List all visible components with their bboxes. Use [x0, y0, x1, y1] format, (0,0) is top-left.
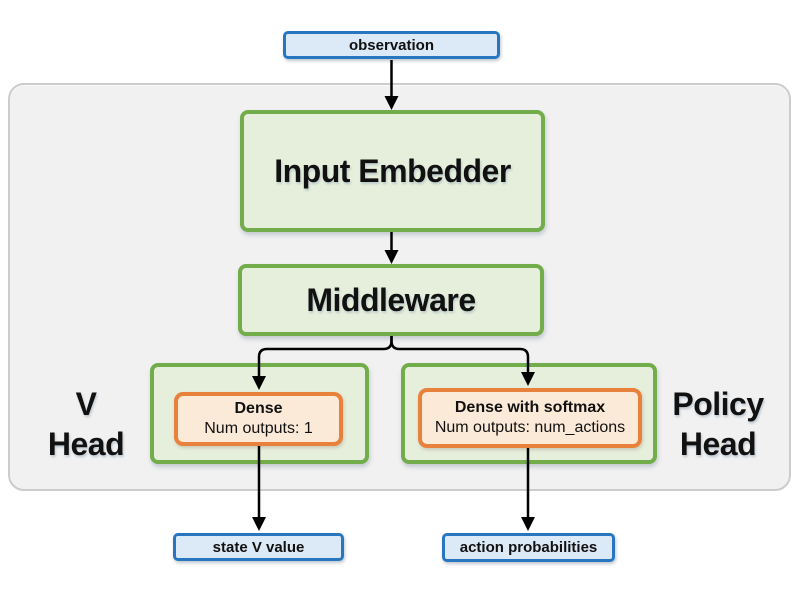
- input-embedder-node: Input Embedder: [240, 110, 545, 232]
- state-v-value-node: state V value: [173, 533, 344, 561]
- v-dense-subtitle: Num outputs: 1: [204, 420, 313, 437]
- policy-head-label: Policy Head: [656, 384, 780, 464]
- policy-dense-subtitle: Num outputs: num_actions: [434, 419, 626, 436]
- observation-node: observation: [283, 31, 500, 59]
- policy-head-label-line2: Head: [679, 426, 757, 462]
- observation-label: observation: [348, 36, 435, 54]
- input-embedder-label: Input Embedder: [274, 152, 511, 189]
- policy-dense-layer: Dense with softmax Num outputs: num_acti…: [418, 388, 642, 448]
- v-head-label: V Head: [26, 384, 146, 464]
- v-dense-layer: Dense Num outputs: 1: [174, 392, 343, 446]
- state-v-value-label: state V value: [212, 538, 305, 556]
- v-head-label-line1: V: [75, 386, 97, 422]
- action-probabilities-node: action probabilities: [442, 533, 615, 562]
- v-head-label-line2: Head: [47, 426, 125, 462]
- policy-head-label-line1: Policy: [672, 386, 764, 422]
- middleware-label: Middleware: [306, 281, 476, 318]
- middleware-node: Middleware: [238, 264, 544, 336]
- action-probabilities-label: action probabilities: [459, 539, 598, 556]
- v-dense-title: Dense: [234, 400, 283, 417]
- policy-dense-title: Dense with softmax: [454, 399, 606, 416]
